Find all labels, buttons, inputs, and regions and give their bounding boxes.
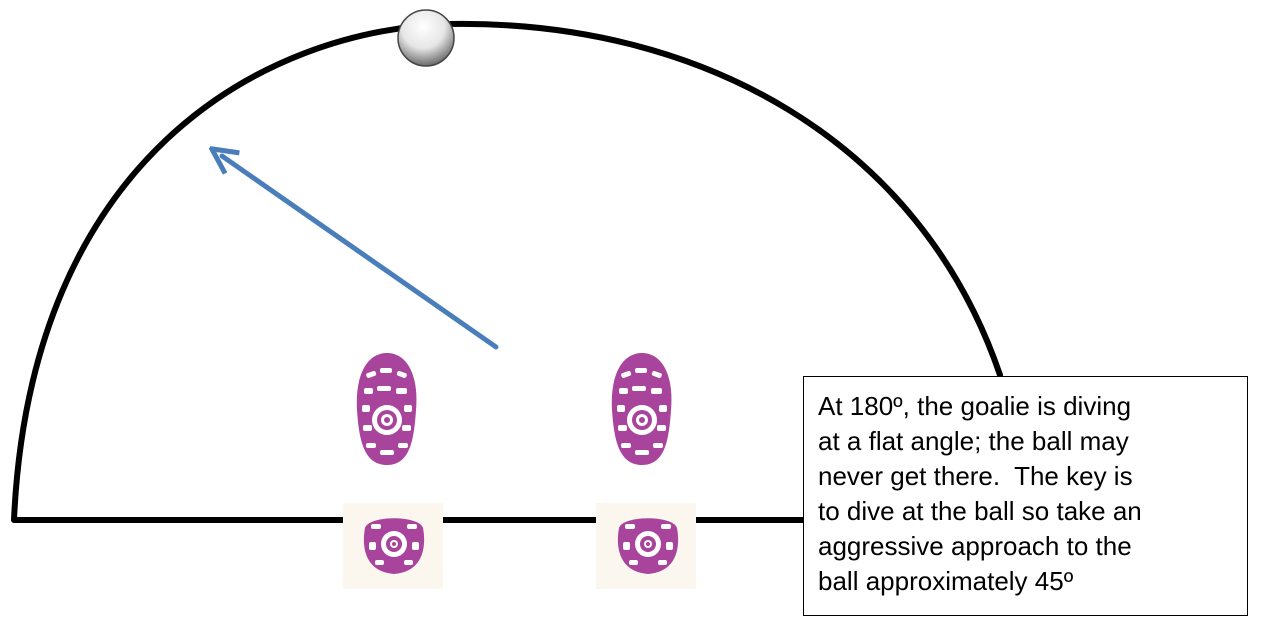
note-line-4: to dive at the ball so take an — [818, 496, 1142, 526]
note-line-6: ball approximately 45º — [818, 566, 1074, 596]
note-line-1: At 180º, the goalie is diving — [818, 391, 1132, 421]
ball-icon — [397, 9, 455, 67]
left-shoe-print-icon — [343, 353, 443, 589]
note-line-3: never get there. The key is — [818, 461, 1133, 491]
right-shoe-print-icon — [596, 353, 696, 589]
note-line-5: aggressive approach to the — [818, 531, 1132, 561]
note-line-2: at a flat angle; the ball may — [818, 426, 1129, 456]
dive-direction-arrow — [222, 156, 499, 350]
explanation-note-box: At 180º, the goalie is diving at a flat … — [803, 376, 1248, 616]
